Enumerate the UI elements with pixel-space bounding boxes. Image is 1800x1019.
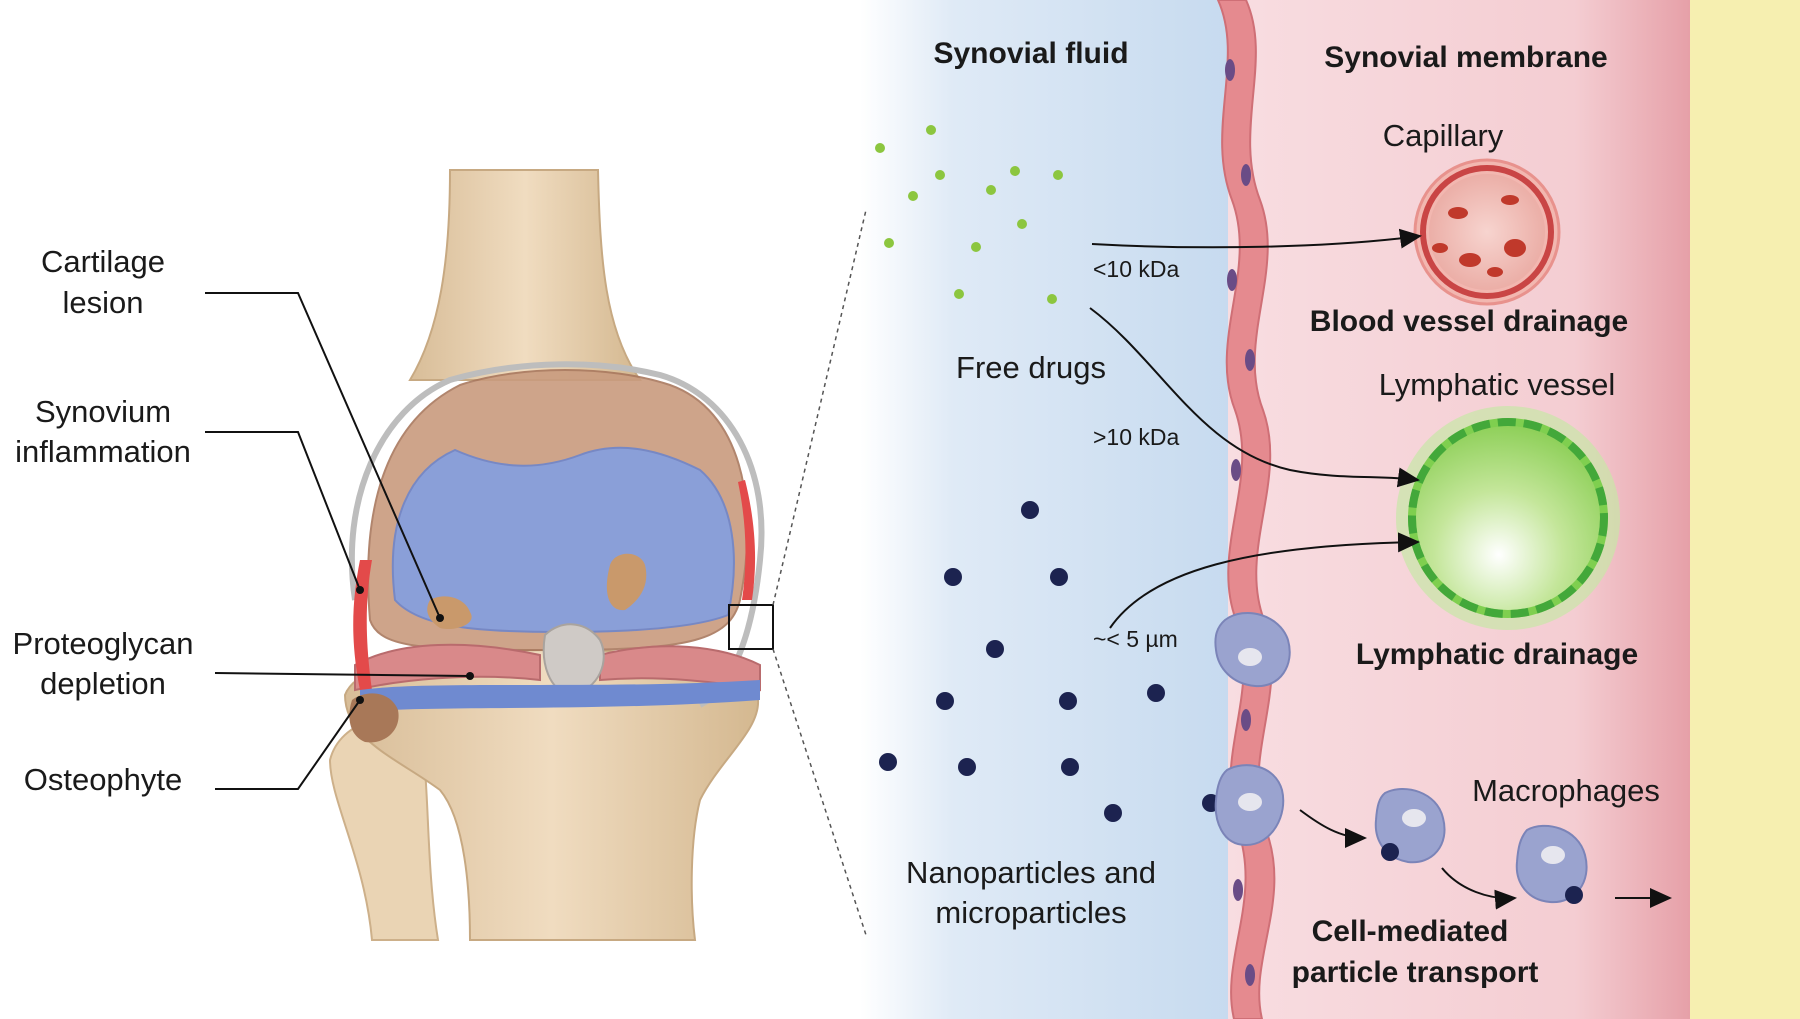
- lining-cell-nuclei: [1225, 59, 1255, 986]
- knee-leader-lines: [205, 292, 471, 790]
- label-synovium-inflammation-line2: inflammation: [15, 434, 191, 469]
- label-proteoglycan-depletion-line2: depletion: [40, 666, 166, 701]
- macrophages: [1214, 611, 1588, 904]
- label-particles-line1: Nanoparticles and: [906, 855, 1156, 890]
- label-cell-transport-line1: Cell-mediated: [1311, 915, 1509, 948]
- free-drug-molecules: [875, 125, 1063, 304]
- zone-title-synovial-fluid: Synovial fluid: [933, 37, 1129, 70]
- label-blood-vessel-drainage: Blood vessel drainage: [1309, 305, 1629, 338]
- label-cartilage-lesion-line1: Cartilage: [40, 244, 166, 279]
- particles: [879, 501, 1220, 822]
- knee-joint-illustration: [328, 169, 774, 941]
- label-synovium-inflammation-line1: Synovium: [34, 394, 172, 429]
- label-size-particle: ~< 5 µm: [1093, 626, 1178, 652]
- label-size-large: >10 kDa: [1093, 424, 1180, 450]
- capillary-vessel: [1413, 158, 1561, 306]
- label-osteophyte: Osteophyte: [23, 762, 183, 797]
- label-capillary: Capillary: [1382, 118, 1504, 153]
- label-size-small: <10 kDa: [1093, 256, 1180, 282]
- label-free-drugs: Free drugs: [956, 350, 1106, 385]
- label-lymphatic-drainage: Lymphatic drainage: [1355, 638, 1639, 671]
- label-cartilage-lesion-line2: lesion: [62, 285, 144, 320]
- lymphatic-vessel: [1396, 406, 1620, 630]
- label-macrophages: Macrophages: [1472, 773, 1660, 808]
- label-lymphatic-vessel: Lymphatic vessel: [1378, 367, 1616, 402]
- knee-leader-dots: [356, 586, 474, 704]
- synovial-lining: [1216, 0, 1276, 1019]
- label-cell-transport-line2: particle transport: [1291, 956, 1539, 989]
- zone-title-synovial-membrane: Synovial membrane: [1324, 41, 1608, 74]
- label-particles-line2: microparticles: [935, 895, 1127, 930]
- outer-tissue-zone: [1690, 0, 1800, 1019]
- zoom-guide-lines: [772, 209, 867, 936]
- transport-arrows: [1089, 228, 1672, 910]
- label-proteoglycan-depletion-line1: Proteoglycan: [12, 626, 194, 661]
- synovial-fluid-zone: [860, 0, 1235, 1019]
